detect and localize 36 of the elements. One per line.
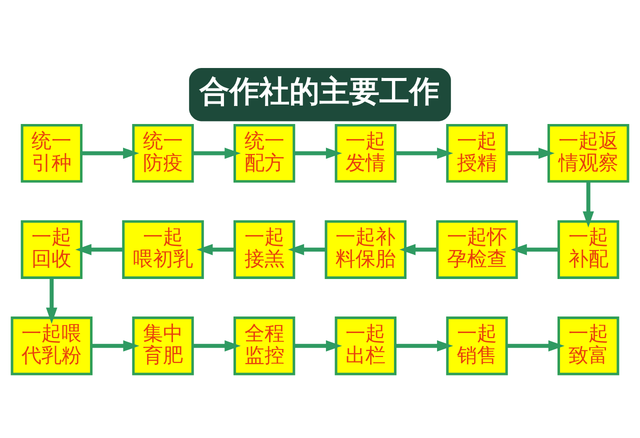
node-box: 一起接羔	[233, 220, 296, 279]
node-box: 一起补料保胎	[324, 220, 407, 279]
arrow	[192, 148, 241, 159]
node-box: 一起发情	[334, 124, 396, 183]
arrow	[75, 244, 124, 256]
node-box: 一起回收	[20, 220, 82, 279]
node-box: 统一配方	[233, 124, 296, 183]
node-box: 一起补配	[558, 220, 620, 279]
node-box: 一起喂代乳粉	[10, 316, 93, 376]
node-box: 全程监控	[233, 316, 296, 376]
arrow	[582, 181, 594, 228]
arrow	[46, 278, 58, 324]
diagram-title: 合作社的主要工作	[200, 74, 440, 110]
arrow	[288, 244, 326, 256]
node-box: 一起销售	[446, 316, 508, 376]
node-box: 集中育肥	[132, 316, 194, 376]
arrow	[506, 340, 564, 352]
node-box: 一起喂初乳	[122, 220, 204, 279]
node-box: 一起致富	[558, 316, 620, 376]
node-box: 一起出栏	[334, 316, 396, 376]
arrow	[510, 244, 559, 256]
arrow	[294, 148, 342, 159]
node-box: 一起怀孕检查	[436, 220, 518, 279]
node-box: 统一防疫	[132, 124, 194, 183]
node-box: 一起授精	[446, 124, 508, 183]
node-box: 一起返情观察	[547, 124, 630, 183]
arrow	[294, 340, 342, 352]
arrow	[395, 340, 454, 352]
arrow	[81, 148, 140, 159]
arrow	[92, 340, 140, 352]
node-box: 统一引种	[20, 124, 82, 183]
arrow	[395, 148, 454, 159]
arrow	[506, 148, 555, 159]
arrow	[196, 244, 234, 256]
arrow	[399, 244, 438, 256]
arrow	[192, 340, 241, 352]
